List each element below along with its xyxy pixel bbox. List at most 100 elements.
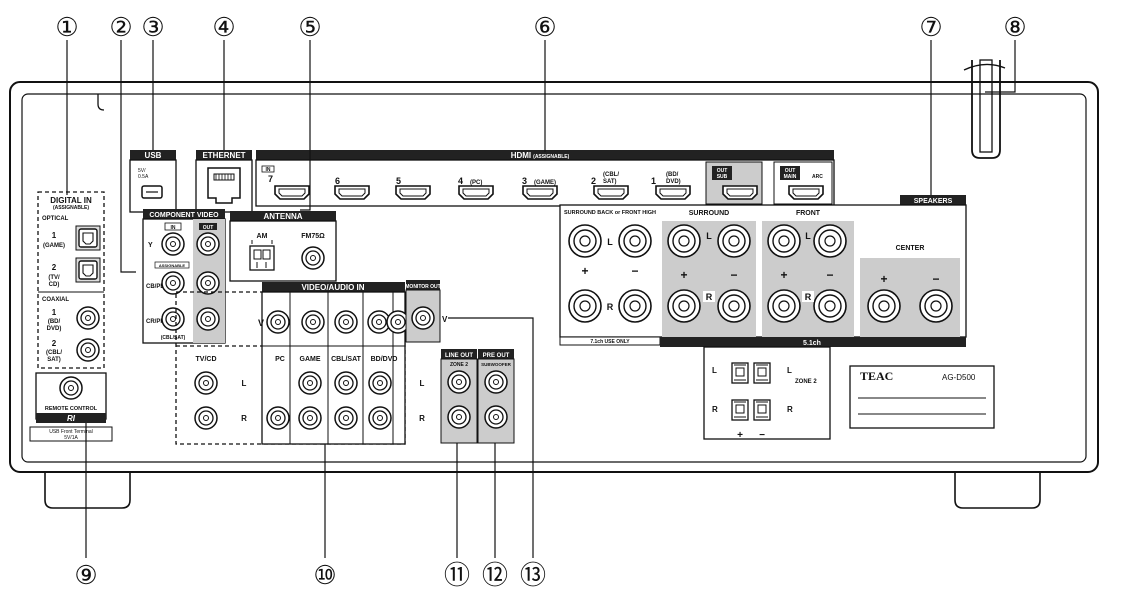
sb-l-plus[interactable] (568, 224, 602, 258)
svg-text:IN: IN (266, 167, 271, 173)
surround-l-minus[interactable] (717, 224, 751, 258)
hdmi-in-7[interactable] (274, 185, 310, 200)
svg-text:−: − (759, 430, 765, 441)
surround-l-plus[interactable] (667, 224, 701, 258)
subwoofer-pre-out-2[interactable] (484, 405, 508, 429)
svg-text:ZONE 2: ZONE 2 (450, 362, 468, 368)
svg-text:R: R (712, 405, 718, 414)
hdmi-in-3[interactable] (522, 185, 558, 200)
zone2-l-minus[interactable] (753, 362, 771, 384)
sb-l-minus[interactable] (618, 224, 652, 258)
front-r-minus[interactable] (813, 289, 847, 323)
hdmi-out-sub[interactable] (722, 185, 758, 200)
audio-in-tv-cd-l[interactable] (194, 371, 218, 395)
monitor-out-title: MONITOR OUT (405, 284, 440, 290)
component-in-cb[interactable] (161, 271, 185, 295)
hdmi-in-4[interactable] (458, 185, 494, 200)
hdmi-in-6[interactable] (334, 185, 370, 200)
chassis-inner (21, 93, 1087, 463)
component-out-cb[interactable] (196, 271, 220, 295)
coaxial-1[interactable] (76, 306, 100, 330)
audio-in-bd-dvd-r[interactable] (368, 406, 392, 430)
optical-2[interactable] (78, 260, 98, 280)
audio-in-tv-cd-r[interactable] (194, 406, 218, 430)
remote-control-jack[interactable] (59, 376, 83, 400)
svg-text:GAME: GAME (300, 356, 321, 363)
svg-text:3: 3 (522, 176, 527, 186)
sb-r-plus[interactable] (568, 289, 602, 323)
callout-6: ⑥ (533, 12, 556, 42)
svg-text:L: L (805, 231, 811, 241)
callout-2: ② (109, 12, 132, 42)
line-out-zone2-r[interactable] (447, 405, 471, 429)
audio-in-pc-r[interactable] (266, 406, 290, 430)
svg-text:L: L (607, 237, 613, 247)
svg-text:2: 2 (52, 263, 57, 272)
coaxial-2[interactable] (76, 338, 100, 362)
callout-11: ⑪ (444, 560, 470, 590)
svg-text:0.5A: 0.5A (138, 174, 149, 180)
video-in-game[interactable] (334, 310, 358, 334)
fm-antenna-jack[interactable] (301, 246, 325, 270)
audio-in-game-l[interactable] (298, 371, 322, 395)
monitor-out-v[interactable] (411, 306, 435, 330)
subwoofer-pre-out-1[interactable] (484, 370, 508, 394)
surround-r-plus[interactable] (667, 289, 701, 323)
ri-logo: RI (67, 414, 76, 423)
component-out-y[interactable] (196, 232, 220, 256)
power-cord (971, 60, 1001, 159)
usb-title: USB (145, 151, 162, 160)
sb-r-minus[interactable] (618, 289, 652, 323)
hdmi-out-main[interactable] (788, 185, 824, 200)
svg-text:R: R (241, 414, 247, 423)
svg-text:−: − (932, 272, 939, 286)
component-in-y[interactable] (161, 232, 185, 256)
svg-text:R: R (419, 414, 425, 423)
front-r-plus[interactable] (767, 289, 801, 323)
svg-text:MAIN: MAIN (784, 174, 797, 180)
am-antenna-terminal[interactable] (249, 245, 275, 271)
svg-text:OUT: OUT (203, 225, 214, 231)
video-in-tv-cd[interactable] (266, 310, 290, 334)
surround-r-minus[interactable] (717, 289, 751, 323)
zone2-l-plus[interactable] (731, 362, 749, 384)
callout-8: ⑧ (1003, 12, 1026, 42)
audio-in-game-r[interactable] (298, 406, 322, 430)
center-minus[interactable] (919, 289, 953, 323)
zone2-r-plus[interactable] (731, 399, 749, 421)
brand-logo: TEAC (860, 369, 893, 383)
callout-9: ⑨ (74, 560, 97, 590)
hdmi-in-2[interactable] (593, 185, 629, 200)
video-in-pc[interactable] (301, 310, 325, 334)
component-out-cr[interactable] (196, 307, 220, 331)
hdmi-in-5[interactable] (395, 185, 431, 200)
svg-text:ASSIGNABLE: ASSIGNABLE (159, 263, 186, 268)
ethernet-port[interactable] (207, 167, 241, 204)
svg-text:(CBL/: (CBL/ (46, 350, 62, 356)
callout-3: ③ (141, 12, 164, 42)
component-in-cr[interactable] (161, 307, 185, 331)
audio-in-cbl-sat-l[interactable] (334, 371, 358, 395)
line-out-title: LINE OUT (445, 353, 473, 359)
svg-text:CB/PB: CB/PB (146, 284, 165, 290)
optical-1[interactable] (78, 228, 98, 248)
line-out-zone2-l[interactable] (447, 370, 471, 394)
svg-text:(BD/: (BD/ (666, 172, 679, 178)
svg-text:V: V (258, 318, 264, 328)
callout-10: ⑩ (313, 560, 336, 590)
audio-in-cbl-sat-r[interactable] (334, 406, 358, 430)
svg-text:R: R (706, 292, 713, 302)
svg-text:AM: AM (257, 233, 268, 240)
svg-text:6: 6 (335, 176, 340, 186)
audio-in-bd-dvd-l[interactable] (368, 371, 392, 395)
front-l-minus[interactable] (813, 224, 847, 258)
svg-text:L: L (706, 231, 712, 241)
front-l-plus[interactable] (767, 224, 801, 258)
center-plus[interactable] (867, 289, 901, 323)
svg-text:2: 2 (52, 339, 57, 348)
component-title: COMPONENT VIDEO (149, 212, 219, 219)
zone2-r-minus[interactable] (753, 399, 771, 421)
hdmi-in-1[interactable] (655, 185, 691, 200)
svg-text:SURROUND: SURROUND (689, 210, 729, 217)
